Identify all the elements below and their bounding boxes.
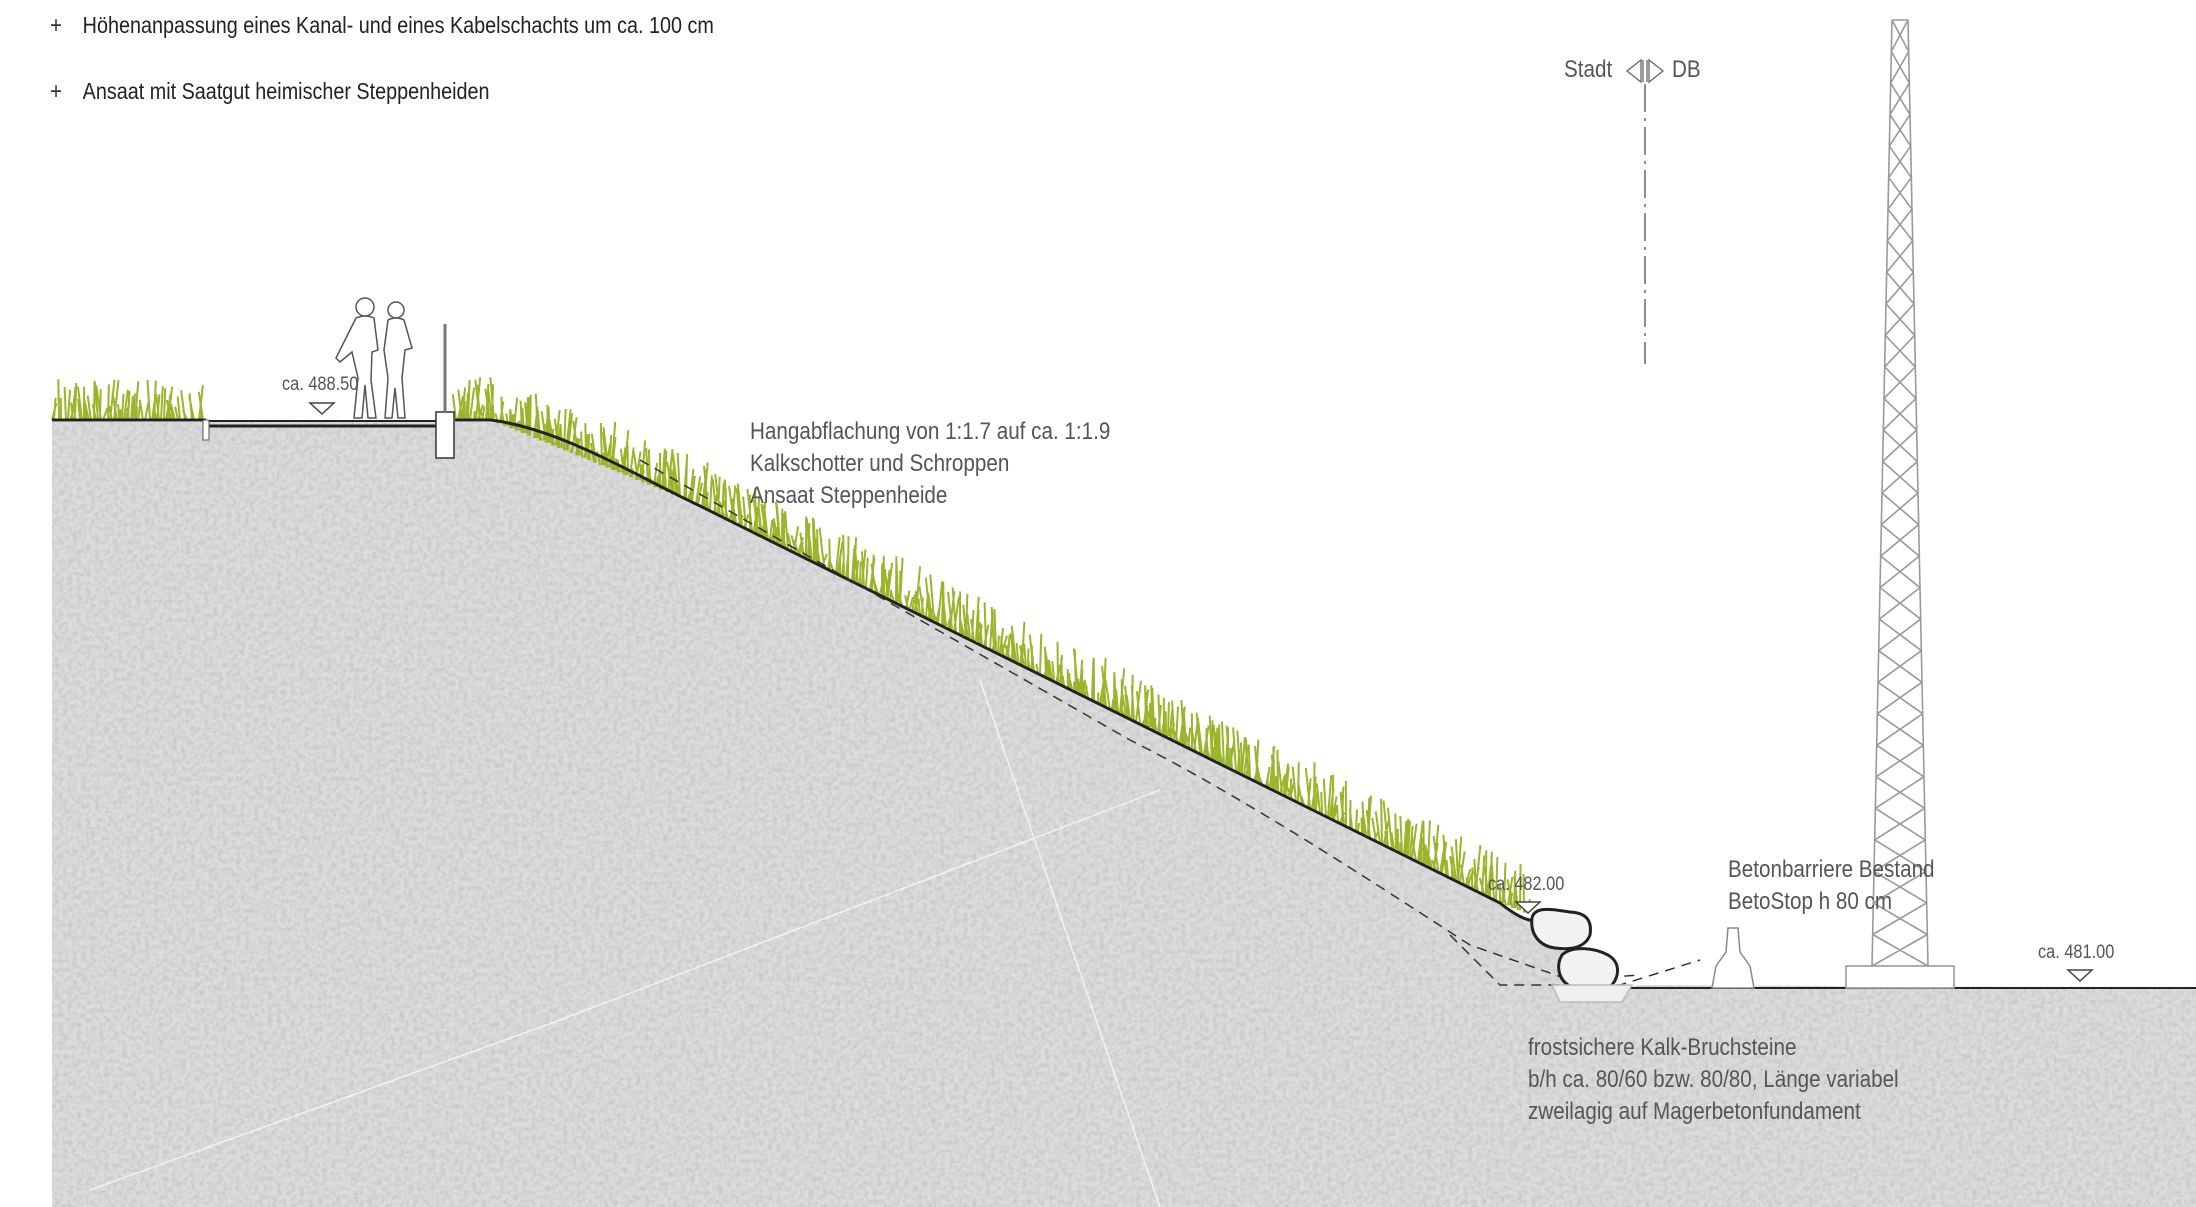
construction-lines	[89, 679, 1161, 1207]
people-silhouettes	[335, 297, 413, 419]
ground-surface-line	[52, 418, 1536, 923]
stones-annotation-line: frostsichere Kalk-Bruchsteine	[1528, 1034, 1797, 1061]
slope-annotation: Hangabflachung von 1:1.7 auf ca. 1:1.9 K…	[750, 416, 1110, 512]
stones-annotation: frostsichere Kalk-Bruchsteine b/h ca. 80…	[1528, 1032, 1899, 1128]
note-item: + Höhenanpassung eines Kanal- und eines K…	[50, 12, 714, 40]
slope-annotation-line: Kalkschotter und Schroppen	[750, 450, 1010, 477]
note-text: Höhenanpassung eines Kanal- und eines Ka…	[82, 12, 714, 38]
level-label-track: ca. 481.00	[2038, 942, 2115, 963]
stones-annotation-line: b/h ca. 80/60 bzw. 80/80, Länge variabel	[1528, 1066, 1899, 1093]
slope-annotation-line: Hangabflachung von 1:1.7 auf ca. 1:1.9	[750, 418, 1111, 445]
slope-annotation-line: Ansaat Steppenheide	[750, 482, 948, 509]
concrete-foundation	[1550, 984, 1634, 1003]
note-text: Ansaat mit Saatgut heimischer Steppenhei…	[82, 78, 490, 104]
limestone-blocks	[1530, 907, 1619, 992]
level-label-top: ca. 488.50	[282, 374, 359, 395]
barrier-annotation-line: Betonbarriere Bestand	[1728, 856, 1935, 883]
plus-icon: +	[50, 78, 63, 105]
barrier-annotation-line: BetoStop h 80 cm	[1728, 888, 1893, 915]
stones-annotation-line: zweilagig auf Magerbetonfundament	[1528, 1098, 1861, 1125]
lattice-pylon	[1845, 19, 1955, 989]
level-label-toe: ca. 482.00	[1488, 874, 1565, 895]
shaft-small	[202, 419, 210, 441]
excavation-dashed	[1449, 934, 1701, 986]
shaft	[435, 411, 455, 459]
boundary-label-right: DB	[1672, 56, 1701, 83]
note-item: + Ansaat mit Saatgut heimischer Steppenhe…	[50, 78, 490, 106]
barrier-annotation: Betonbarriere Bestand BetoStop h 80 cm	[1728, 854, 1935, 918]
level-markers	[308, 402, 2094, 983]
concrete-barrier	[1711, 927, 1755, 989]
boundary-label-left: Stadt	[1564, 56, 1613, 83]
boundary-axis	[1625, 58, 1665, 364]
soil-texture	[52, 422, 2196, 1207]
plus-icon: +	[50, 12, 63, 39]
